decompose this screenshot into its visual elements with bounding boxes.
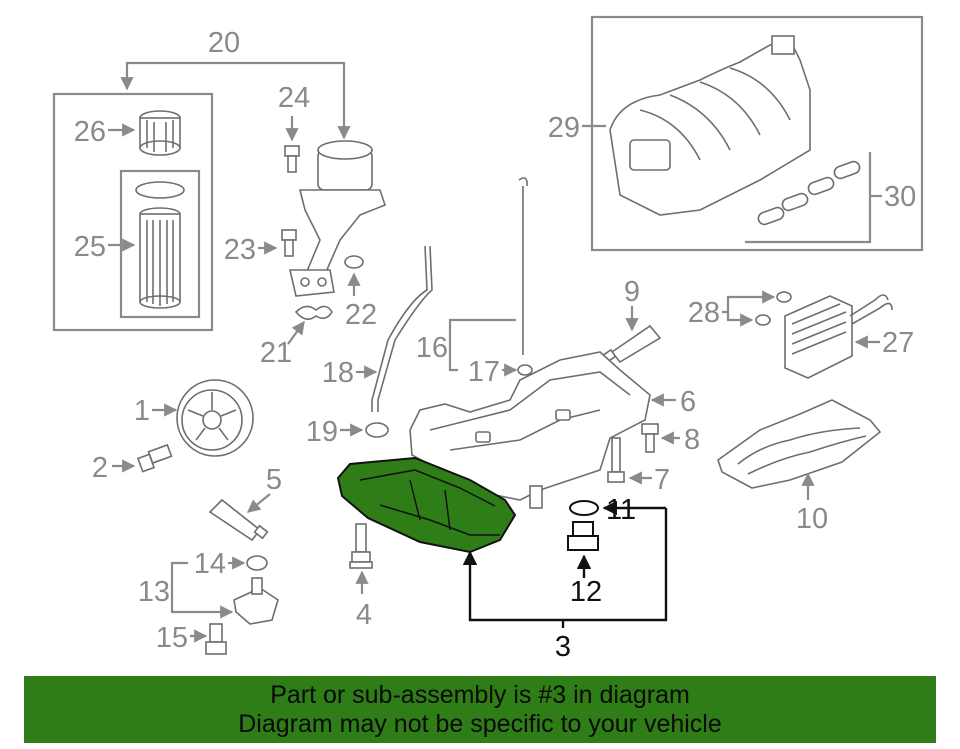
notice-line-1: Part or sub-assembly is #3 in diagram xyxy=(270,680,690,709)
sensor-icon xyxy=(233,577,279,625)
callout-22: 22 xyxy=(345,299,377,331)
sealant-tube-5-icon xyxy=(208,498,269,542)
callout-8: 8 xyxy=(684,424,700,456)
callout-10: 10 xyxy=(796,503,828,535)
leader-13b xyxy=(170,590,234,619)
dipstick-tube-icon xyxy=(371,245,433,412)
bolt-2-icon xyxy=(136,443,173,473)
oring-17-icon xyxy=(517,364,533,376)
seal-11-icon xyxy=(569,500,599,516)
notice-banner: Part or sub-assembly is #3 in diagram Di… xyxy=(24,676,936,743)
callout-11: 11 xyxy=(606,494,636,526)
callout-24: 24 xyxy=(278,82,310,114)
leader-28 xyxy=(722,290,776,314)
callout-15: 15 xyxy=(156,622,188,654)
callout-14: 14 xyxy=(194,548,226,580)
filter-housing-icon xyxy=(288,140,386,297)
callout-2: 2 xyxy=(92,452,108,484)
upper-oil-pan-icon xyxy=(409,351,651,509)
oring-28a-icon xyxy=(776,291,792,303)
bolt-24-icon xyxy=(284,145,300,173)
callout-26: 26 xyxy=(74,116,106,148)
sealant-tube-9-icon xyxy=(601,324,662,364)
leader-20 xyxy=(120,61,351,140)
callout-25: 25 xyxy=(74,231,106,263)
manifold-gaskets-icon xyxy=(757,160,861,226)
filter-element-icon xyxy=(135,181,185,309)
bolt-7-icon xyxy=(607,437,625,483)
callout-27: 27 xyxy=(882,327,914,359)
leader-21 xyxy=(287,320,305,345)
oring-28b-icon xyxy=(755,314,771,326)
callout-23: 23 xyxy=(224,234,256,266)
callout-20: 20 xyxy=(208,27,240,59)
callout-29: 29 xyxy=(548,112,580,144)
baffle-icon xyxy=(717,399,882,489)
callout-30: 30 xyxy=(884,181,916,213)
leader-28b xyxy=(726,312,754,327)
callout-5: 5 xyxy=(266,464,282,496)
leader-16b xyxy=(448,346,458,372)
bolt-4-icon xyxy=(349,523,373,569)
intake-manifold-icon xyxy=(609,35,811,216)
gasket-21-icon xyxy=(294,305,333,320)
callout-18: 18 xyxy=(322,357,354,389)
callout-12: 12 xyxy=(570,576,602,608)
leader-3 xyxy=(462,508,668,622)
callout-19: 19 xyxy=(306,416,338,448)
oring-14-icon xyxy=(246,555,268,571)
filter-cap-icon xyxy=(139,110,181,156)
oil-pan-highlighted-icon xyxy=(336,456,517,554)
oring-19-icon xyxy=(365,422,389,438)
bolt-15-icon xyxy=(205,623,227,655)
dipstick-icon xyxy=(518,177,528,355)
callout-16: 16 xyxy=(416,332,448,364)
callout-6: 6 xyxy=(680,386,696,418)
notice-line-2: Diagram may not be specific to your vehi… xyxy=(238,709,722,738)
seal-22-icon xyxy=(344,255,364,269)
callout-7: 7 xyxy=(654,464,670,496)
callout-1: 1 xyxy=(134,395,150,427)
bolt-8-icon xyxy=(641,423,659,453)
callout-13: 13 xyxy=(138,576,170,608)
intake-manifold-box xyxy=(590,15,924,252)
oil-cooler-icon xyxy=(784,294,893,379)
pulley-icon xyxy=(176,379,254,457)
leader-16 xyxy=(448,318,516,346)
leader-13 xyxy=(170,561,188,590)
callout-4: 4 xyxy=(356,599,372,631)
gasket-bracket-30 xyxy=(745,152,872,244)
callout-28: 28 xyxy=(688,297,720,329)
drain-plug-icon xyxy=(567,521,599,551)
callout-3: 3 xyxy=(555,631,571,663)
callout-9: 9 xyxy=(624,276,640,308)
leader-5 xyxy=(246,493,271,513)
bolt-23-icon xyxy=(281,229,297,257)
callout-21: 21 xyxy=(260,337,292,369)
callout-17: 17 xyxy=(468,356,500,388)
